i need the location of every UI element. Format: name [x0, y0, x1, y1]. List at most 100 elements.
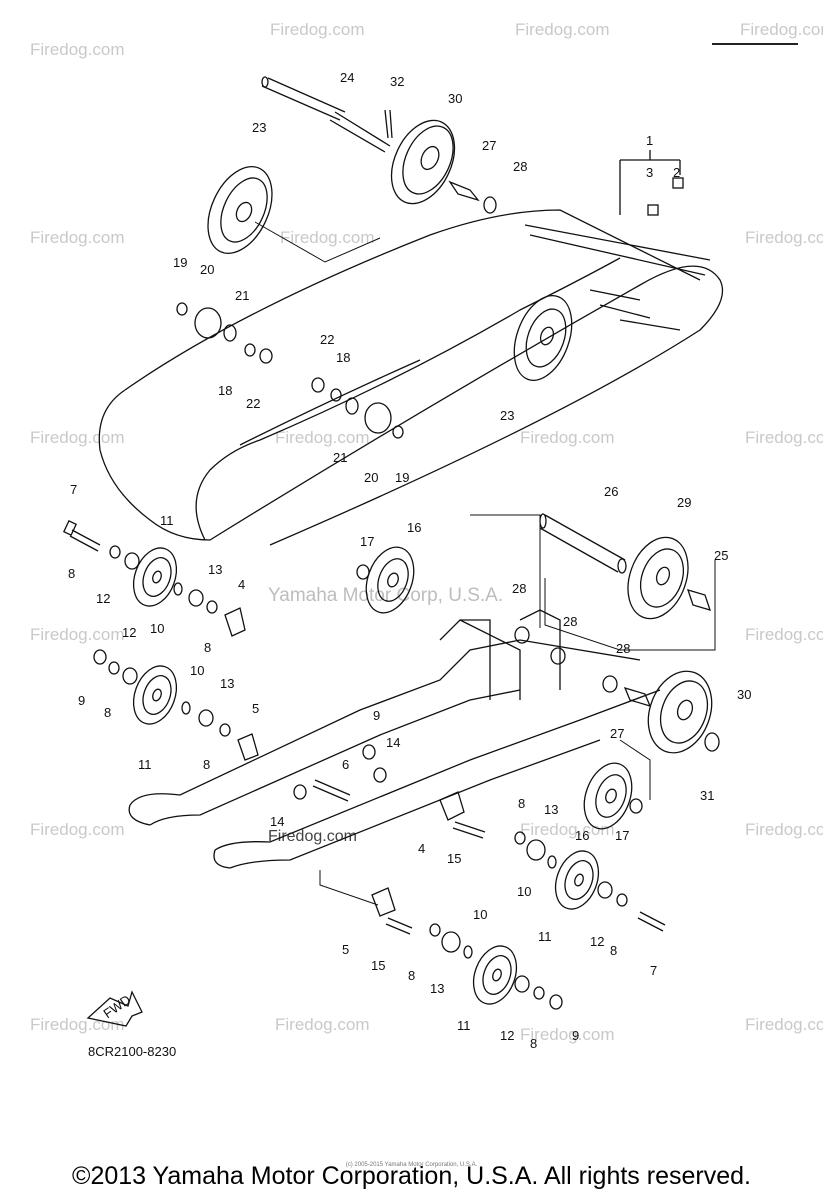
- callout-18: 18: [218, 383, 232, 398]
- callout-9: 9: [78, 693, 85, 708]
- wheel-30-top: [390, 119, 456, 205]
- washer-8-e: [514, 831, 526, 845]
- wheel-29: [627, 536, 689, 620]
- callout-8: 8: [610, 943, 617, 958]
- slide-rails: [128, 609, 661, 869]
- bolt-6: [312, 779, 351, 802]
- callout-22: 22: [320, 332, 334, 347]
- callout-8: 8: [518, 796, 525, 811]
- fwd-arrow-icon: [86, 990, 143, 1027]
- watermark: Firedog.com: [30, 228, 125, 247]
- watermark: Firedog.com: [275, 428, 370, 447]
- callout-20: 20: [200, 262, 214, 277]
- washer-18-top: [244, 343, 256, 357]
- bearing-20-top: [194, 307, 222, 339]
- callout-29: 29: [677, 495, 691, 510]
- wheel-11-right: [554, 850, 600, 910]
- callout-7: 7: [650, 963, 657, 978]
- callout-27: 27: [610, 726, 624, 741]
- copyright-footer: ©2013 Yamaha Motor Corporation, U.S.A. A…: [72, 1162, 751, 1190]
- nut-31: [704, 732, 720, 752]
- axle-24: [261, 76, 391, 153]
- callout-13: 13: [208, 562, 222, 577]
- watermark: Firedog.com: [30, 625, 125, 644]
- watermark: Firedog.com: [270, 20, 365, 39]
- callout-12: 12: [500, 1028, 514, 1043]
- callout-21: 21: [333, 450, 347, 465]
- watermark: Firedog.com: [745, 820, 823, 839]
- nut-14-b: [293, 784, 307, 800]
- callout-28: 28: [563, 614, 577, 629]
- callout-14: 14: [386, 735, 400, 750]
- callout-4: 4: [418, 841, 425, 856]
- collar-10-d: [463, 945, 473, 959]
- callout-19: 19: [173, 255, 187, 270]
- callout-23: 23: [252, 120, 266, 135]
- track-belt: [98, 209, 724, 546]
- wheel-30-lower: [647, 670, 713, 754]
- callout-7: 7: [70, 482, 77, 497]
- washer-28-c: [602, 675, 618, 693]
- diagram-code: 8CR2100-8230: [88, 1044, 177, 1059]
- callout-14: 14: [270, 814, 284, 829]
- callout-5: 5: [342, 942, 349, 957]
- callout-27: 27: [482, 138, 496, 153]
- nut-22-mid: [311, 377, 325, 393]
- collar-27-top: [448, 180, 480, 202]
- callout-19: 19: [395, 470, 409, 485]
- callout-26: 26: [604, 484, 618, 499]
- collar-12-a: [124, 552, 140, 570]
- wheel-11-lower: [132, 665, 178, 725]
- callout-11: 11: [138, 757, 152, 772]
- watermark: Firedog.com: [30, 1015, 125, 1034]
- collar-10-b: [181, 701, 191, 715]
- watermark: Firedog.com: [745, 428, 823, 447]
- washer-8-c: [108, 661, 120, 675]
- callout-10: 10: [473, 907, 487, 922]
- collar-12-d: [514, 975, 530, 993]
- guide-lines: [254, 221, 716, 906]
- collar-12-c: [597, 881, 613, 899]
- callout-31: 31: [700, 788, 714, 803]
- top-rule: [712, 43, 798, 45]
- callout-8: 8: [203, 757, 210, 772]
- washer-8-g: [429, 923, 441, 937]
- washer-8-a: [109, 545, 121, 559]
- bearing-13-c: [526, 839, 546, 861]
- washer-8-b: [206, 600, 218, 614]
- collar-12-b: [122, 667, 138, 685]
- watermark: Firedog.com: [280, 228, 375, 247]
- watermark: Firedog.com: [30, 820, 125, 839]
- callout-13: 13: [544, 802, 558, 817]
- watermark: Firedog.com: [515, 20, 610, 39]
- nut-22-top: [259, 348, 273, 364]
- axle-26: [539, 513, 627, 574]
- callout-12: 12: [590, 934, 604, 949]
- callout-11: 11: [538, 929, 552, 944]
- washer-28-top: [483, 196, 497, 214]
- bolt-15-b: [385, 917, 413, 935]
- bracket-5-lower: [371, 887, 396, 917]
- washer-17-lower: [629, 798, 643, 814]
- callout-10: 10: [517, 884, 531, 899]
- washer-8-d: [219, 723, 231, 737]
- bearing-13-b: [198, 709, 214, 727]
- bolt-7-lower: [637, 911, 666, 932]
- nut-9-c: [549, 994, 563, 1010]
- watermark: Firedog.com: [520, 428, 615, 447]
- washer-18-mid: [330, 388, 342, 402]
- callout-28: 28: [513, 159, 527, 174]
- watermark-center-2: Firedog.com: [268, 828, 357, 845]
- callout-22: 22: [246, 396, 260, 411]
- callout-10: 10: [150, 621, 164, 636]
- callout-13: 13: [220, 676, 234, 691]
- washer-19-top: [176, 302, 188, 316]
- callout-20: 20: [364, 470, 378, 485]
- callout-24: 24: [340, 70, 354, 85]
- nut-14-a: [373, 767, 387, 783]
- watermark: Firedog.com: [745, 228, 823, 247]
- washer-8-f: [616, 893, 628, 907]
- callout-13: 13: [430, 981, 444, 996]
- callout-15: 15: [447, 851, 461, 866]
- washer-17-upper: [356, 564, 370, 580]
